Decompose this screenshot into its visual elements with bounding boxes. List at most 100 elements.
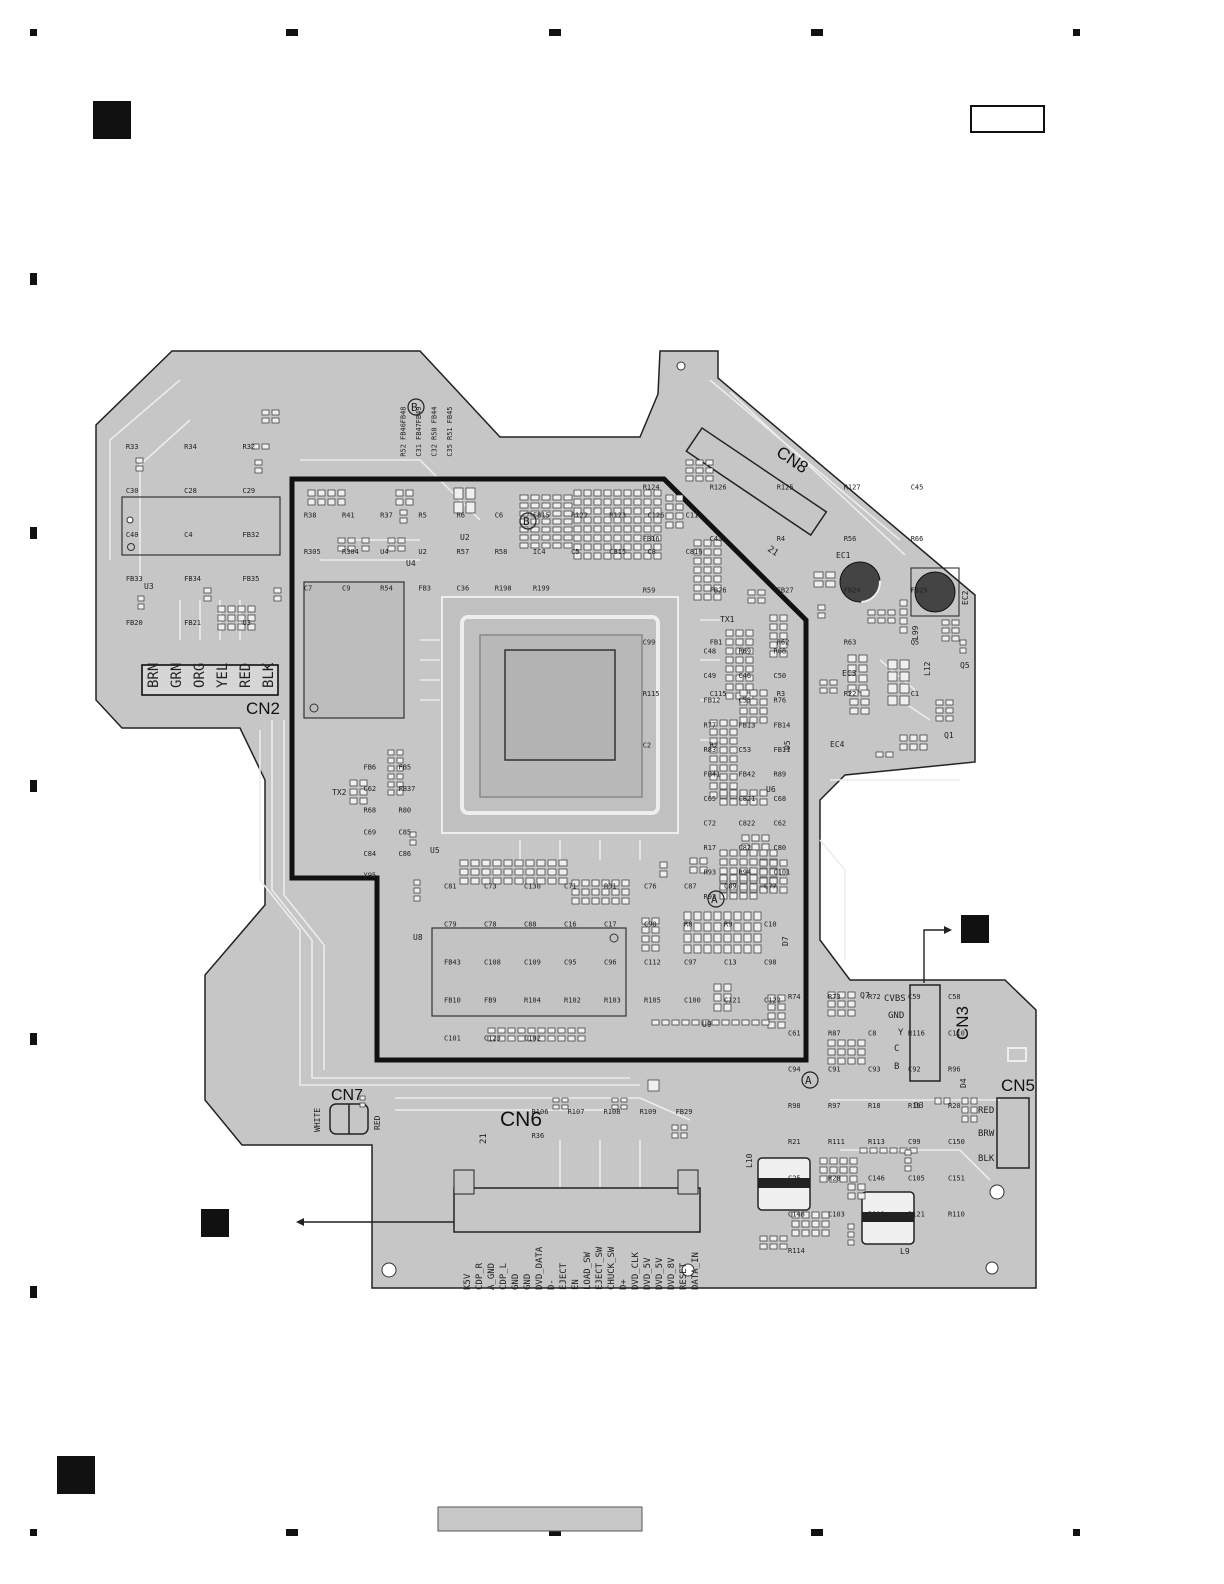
pad-660 [695,467,704,474]
part-bottom-center-9: C79 [444,920,457,928]
cn3-signal-1: CVBS [884,994,906,1004]
pad-460 [571,879,580,887]
cn6-pin-11: LOAD_SW [583,1251,593,1290]
pad-325 [779,877,788,885]
pad-386 [701,1019,710,1026]
part-top-right-20: R115 [643,690,660,698]
cn3-signal-3: Y [898,1028,904,1038]
pad-662 [705,459,714,466]
pad-507 [847,1057,856,1065]
pad-300 [749,849,758,857]
cn6-pin-4: CDP_L [499,1263,509,1290]
pad-556 [849,698,859,706]
pad-504 [837,1057,846,1065]
pad-292 [729,867,738,875]
part-bottom-right-17: R18 [868,1102,881,1110]
pad-305 [759,849,768,857]
part-top-left-2: R32 [243,443,256,451]
pad-8 [254,459,263,466]
pad-284 [761,843,770,851]
pad-601 [791,1220,800,1228]
part-bottom-right-35: R114 [788,1247,805,1255]
ic-label-u4: U4 [406,559,416,568]
part-bottom-center-16: R9 [724,920,732,928]
part-bottom-right-7: C8 [868,1029,876,1037]
pad-107 [593,489,602,497]
pad-430 [459,859,469,867]
pad-269 [719,789,728,797]
pad-159 [653,525,662,533]
inductor-label-ec2: EC2 [961,590,970,605]
part-top-center-3: R5 [418,511,426,519]
part-top-right-15: C99 [643,638,656,646]
pad-3 [271,417,280,424]
pad-26 [137,595,145,602]
pad-360 [641,926,650,934]
pad-337 [703,933,712,943]
pad-501 [827,1057,836,1065]
pad-414 [413,887,421,894]
pad-282 [751,843,760,851]
pad-183 [703,584,712,592]
pad-147 [643,489,652,497]
part-top-center-26: C36 [457,585,470,593]
pad-329 [683,933,692,943]
part-top-center-6: FB15 [533,511,550,519]
part-top-right-2: R125 [777,483,794,491]
pad-650 [689,857,698,865]
pad-579 [829,1166,838,1174]
part-top-left-13: FB21 [184,619,201,627]
part-bottom-right-28: C105 [908,1174,925,1182]
cn5-wire-2: BRW [978,1129,995,1139]
part-bottom-right-27: C146 [868,1174,885,1182]
pad-6 [135,457,144,464]
part-left-mid-1: FB5 [399,763,412,771]
pad-9 [254,467,263,474]
part-bottom-right-10: C94 [788,1066,801,1074]
part-fb-block-8: R52 [400,444,408,457]
pad-450 [525,877,535,885]
pad-659 [695,459,704,466]
part-bottom-right-0: R74 [788,993,801,1001]
pad-256 [719,764,728,772]
cn6-pin-6: GND [523,1274,533,1290]
pad-356 [753,922,762,932]
pad-270 [719,798,728,806]
pad-222 [745,629,754,637]
pad-466 [591,879,600,887]
pad-364 [651,926,660,934]
part-top-center-22: C7 [304,585,312,593]
pad-493 [837,991,846,999]
pad-17 [227,605,236,613]
pad-564 [909,743,918,751]
pad-272 [729,798,738,806]
pad-451 [536,859,546,867]
pad-250 [709,791,718,799]
part-bottom-center-20: C109 [524,958,541,966]
pad-194 [757,589,766,596]
pad-553 [829,679,838,686]
pad-29 [307,498,316,506]
pad-165 [665,512,674,520]
pad-70 [541,494,551,501]
pad-215 [735,638,744,646]
pad-129 [613,543,622,551]
part-fb-block-1: FB49 [415,406,423,423]
pad-44 [361,537,370,544]
pad-206 [725,629,734,637]
pad-172 [693,548,702,556]
cn2-wire-3: ORG [192,663,208,688]
part-bottom-right-6: R87 [828,1029,841,1037]
pad-138 [623,552,632,560]
part-bottom-center-1: C73 [484,882,497,890]
pad-372 [723,1003,732,1012]
pad-473 [611,888,620,896]
inductor-label-l9: L9 [900,1247,910,1256]
part-top-right-16: FB1 [710,638,723,646]
pad-422 [387,781,395,788]
cn6-pin-2: CDP_R [475,1262,485,1290]
pad-417 [409,839,417,846]
part-bottom-right-15: R98 [788,1102,801,1110]
pad-162 [653,552,662,560]
pad-18 [227,614,236,622]
